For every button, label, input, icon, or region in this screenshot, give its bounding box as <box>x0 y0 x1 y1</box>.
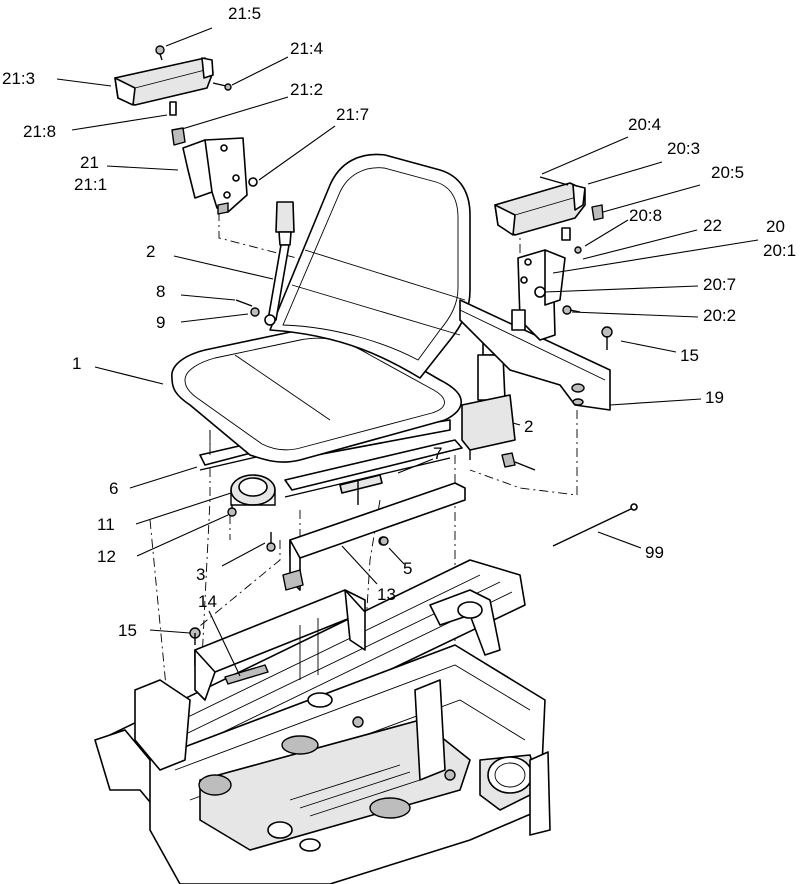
label-14: 14 <box>198 592 217 611</box>
label-3: 3 <box>196 565 205 584</box>
hardware-bolts <box>266 326 613 552</box>
label-21-7: 21:7 <box>336 105 369 124</box>
seat-switch <box>227 474 276 517</box>
label-12: 12 <box>97 547 116 566</box>
sub-bracket <box>282 482 466 591</box>
label-7: 7 <box>433 444 442 463</box>
seat-belt-left <box>235 201 295 326</box>
leader-lines <box>56 27 759 677</box>
mower-frame <box>94 559 551 884</box>
label-21-1: 21:1 <box>74 175 107 194</box>
label-20-4: 20:4 <box>628 115 661 134</box>
label-15-top: 15 <box>680 346 699 365</box>
label-20-5: 20:5 <box>711 163 744 182</box>
label-19: 19 <box>705 388 724 407</box>
label-20-1: 20:1 <box>763 241 796 260</box>
label-21-2: 21:2 <box>290 80 323 99</box>
label-21-4: 21:4 <box>290 39 323 58</box>
label-99: 99 <box>645 543 664 562</box>
clevis-pin <box>552 503 638 547</box>
armrest-bracket-left <box>182 137 258 215</box>
label-1: 1 <box>72 354 81 373</box>
seat <box>171 153 471 463</box>
label-21-5: 21:5 <box>228 4 261 23</box>
label-21: 21 <box>80 153 99 172</box>
label-20-2: 20:2 <box>703 306 736 325</box>
label-13: 13 <box>377 585 396 604</box>
label-21-8: 21:8 <box>23 122 56 141</box>
armrest-bracket-right <box>511 249 581 341</box>
label-11: 11 <box>97 515 115 534</box>
label-2-buckle: 2 <box>524 417 533 436</box>
armrest-right <box>494 176 604 254</box>
label-20-3: 20:3 <box>667 139 700 158</box>
label-20-7: 20:7 <box>703 275 736 294</box>
seat-slides <box>199 439 463 505</box>
label-2-belt: 2 <box>146 242 155 261</box>
label-20-8: 20:8 <box>629 206 662 225</box>
label-20: 20 <box>766 217 785 236</box>
label-22: 22 <box>703 216 722 235</box>
armrest-support-bar <box>459 299 611 411</box>
label-5: 5 <box>403 559 412 578</box>
callout-labels: 21:5 21:4 21:3 21:2 21:7 21:8 21 21:1 20… <box>2 4 796 640</box>
label-21-3: 21:3 <box>2 69 35 88</box>
seat-mount-pan <box>189 589 366 701</box>
label-15-bottom: 15 <box>118 621 137 640</box>
label-8: 8 <box>156 282 165 301</box>
label-9: 9 <box>156 313 165 332</box>
label-6: 6 <box>109 479 118 498</box>
armrest-left <box>114 45 232 146</box>
